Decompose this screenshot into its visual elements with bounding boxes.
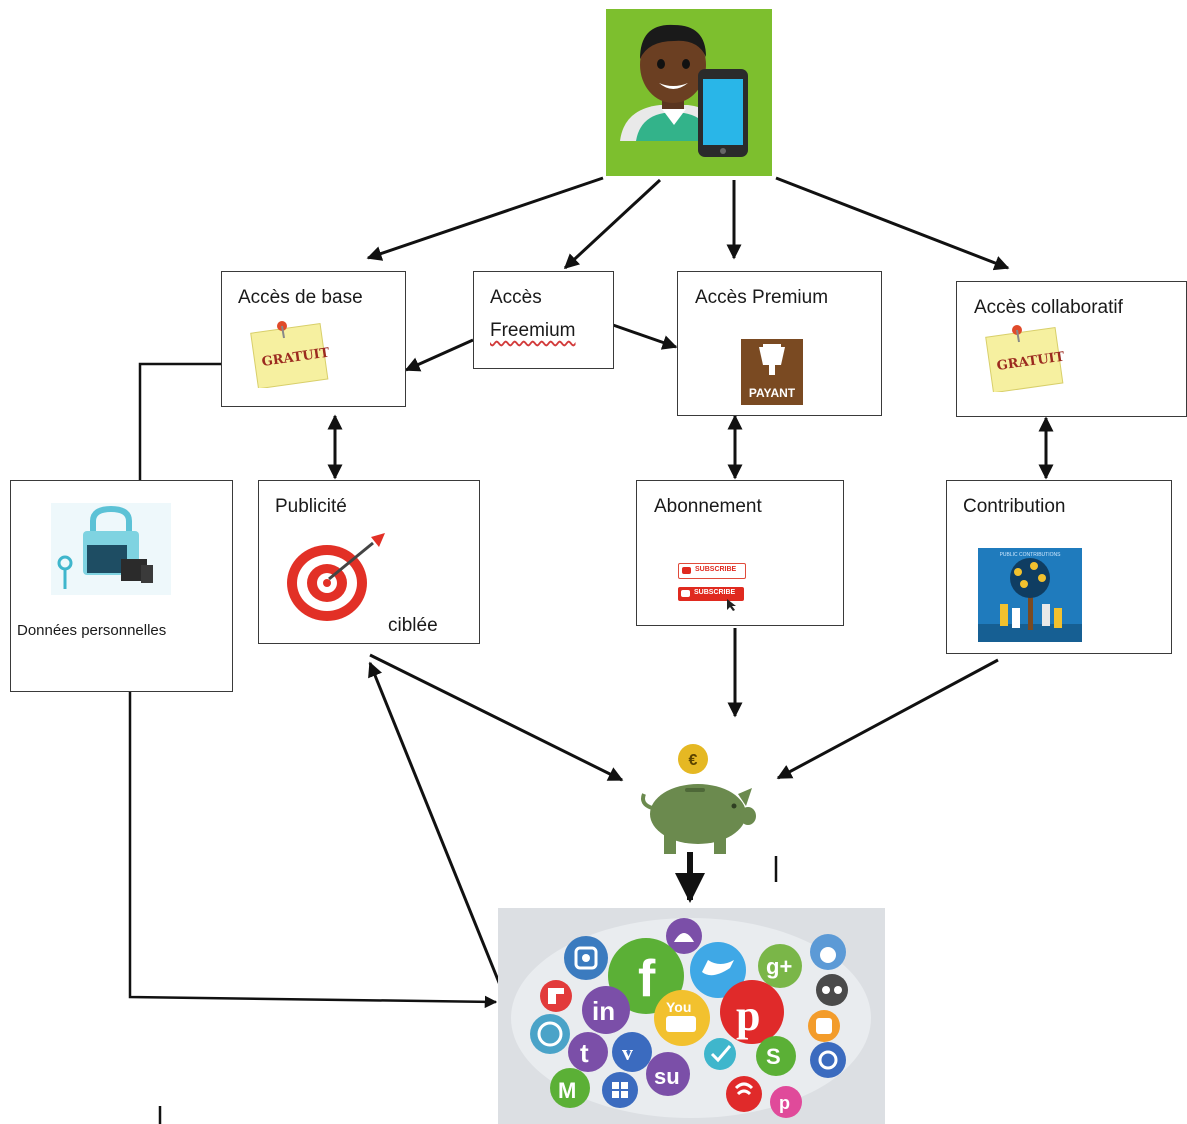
path-icon: p [770,1086,802,1118]
node-publicite: Publicité ciblée [258,480,480,644]
money-tree-icon [978,558,1082,642]
payant-icon: PAYANT [741,339,803,405]
apple-icon [810,934,846,970]
twitter-icon [690,942,746,998]
subscribe-button-2: SUBSCRIBE [678,587,744,601]
user-avatar-tile [606,9,772,176]
node-acces-premium-label: Accès Premium [695,287,829,308]
youtube-icon: You [654,990,710,1046]
social-media-icons-cloud: f g+ in You p v t S M su p [498,908,885,1124]
svg-text:p: p [736,991,760,1040]
svg-text:su: su [654,1064,680,1089]
wordpress-icon [530,1014,570,1054]
linkedin-icon: in [582,986,630,1034]
facebook-icon: f [608,938,684,1014]
user-with-phone-icon [620,24,748,157]
node-acces-de-base-label: Accès de base [238,287,363,308]
svg-text:M: M [558,1078,576,1103]
node-acces-premium: Accès Premium PAYANT [677,271,882,416]
windows-icon [602,1072,638,1108]
svg-text:g+: g+ [766,954,792,979]
arrow-freemium-to-premium [612,323,678,350]
blogger-icon [808,1010,840,1042]
arrow-donnees-to-social [128,692,498,1009]
svg-text:p: p [779,1093,790,1113]
vimeo-icon: v [612,1032,652,1072]
node-donnees-personnelles: Données personnelles [10,480,233,692]
payant-text: PAYANT [748,386,796,400]
node-abonnement: Abonnement SUBSCRIBE SUBSCRIBE [636,480,844,626]
node-acces-collaboratif-label: Accès collaboratif [974,297,1123,318]
node-acces-freemium-line1: Accès [490,287,542,308]
node-contribution-label: Contribution [963,496,1066,517]
node-abonnement-label: Abonnement [654,496,762,517]
google-plus-icon: g+ [758,944,802,988]
android-icon [666,918,702,954]
svg-text:f: f [638,950,656,1008]
arrow-user-to-collab [775,176,1010,271]
disqus-icon [810,1042,846,1078]
svg-text:S: S [766,1044,781,1069]
gmail-icon: M [550,1068,590,1108]
padlock-devices-icon [51,503,171,595]
arrow-contribution-to-piggy [776,658,999,780]
svg-text:v: v [622,1040,633,1065]
svg-text:in: in [592,996,615,1026]
svg-text:t: t [580,1038,589,1068]
node-publicite-label: Publicité [275,496,347,517]
node-donnees-label: Données personnelles [17,622,167,639]
stumbleupon-icon: su [646,1052,690,1096]
public-contributions-caption: PUBLIC CONTRIBUTIONS [999,552,1061,558]
subscribe-text-2: SUBSCRIBE [694,589,736,596]
rss-icon [726,1076,762,1112]
skype-icon: S [756,1036,796,1076]
node-publicite-sub: ciblée [388,615,438,636]
delicious-icon [704,1038,736,1070]
piggy-bank-icon: € [641,744,756,854]
node-acces-freemium-line2: Freemium [490,320,576,341]
svg-text:You: You [666,999,691,1015]
subscribe-text-1: SUBSCRIBE [695,566,737,573]
arrow-user-to-base [366,176,604,261]
euro-coin-symbol: € [689,752,698,769]
node-acces-collaboratif: Accès collaboratif GRATUIT [956,281,1187,417]
gratuit-sticky-note-icon: GRATUIT [250,321,331,388]
arrow-user-to-freemium [563,178,662,270]
gratuit-sticky-note-icon-2: GRATUIT [985,325,1066,392]
pinterest-icon: p [720,980,784,1044]
subscribe-button-1: SUBSCRIBE [678,563,746,579]
instagram-icon [564,936,608,980]
arrow-publicite-to-piggy [369,653,624,782]
tumblr-icon: t [568,1032,608,1072]
flickr-icon [816,974,848,1006]
target-dart-icon [287,533,385,621]
flipboard-icon [540,980,572,1012]
cursor-icon [727,599,736,611]
node-acces-freemium: Accès Freemium [473,271,614,369]
line-base-donnees [138,362,221,480]
public-contributions-illustration: PUBLIC CONTRIBUTIONS [978,548,1082,642]
arrow-freemium-to-base [404,338,474,372]
arrow-social-to-publicite [368,661,502,986]
node-contribution: Contribution PUBLIC CONTRIBUTIONS [946,480,1172,654]
node-acces-de-base: Accès de base GRATUIT [221,271,406,407]
